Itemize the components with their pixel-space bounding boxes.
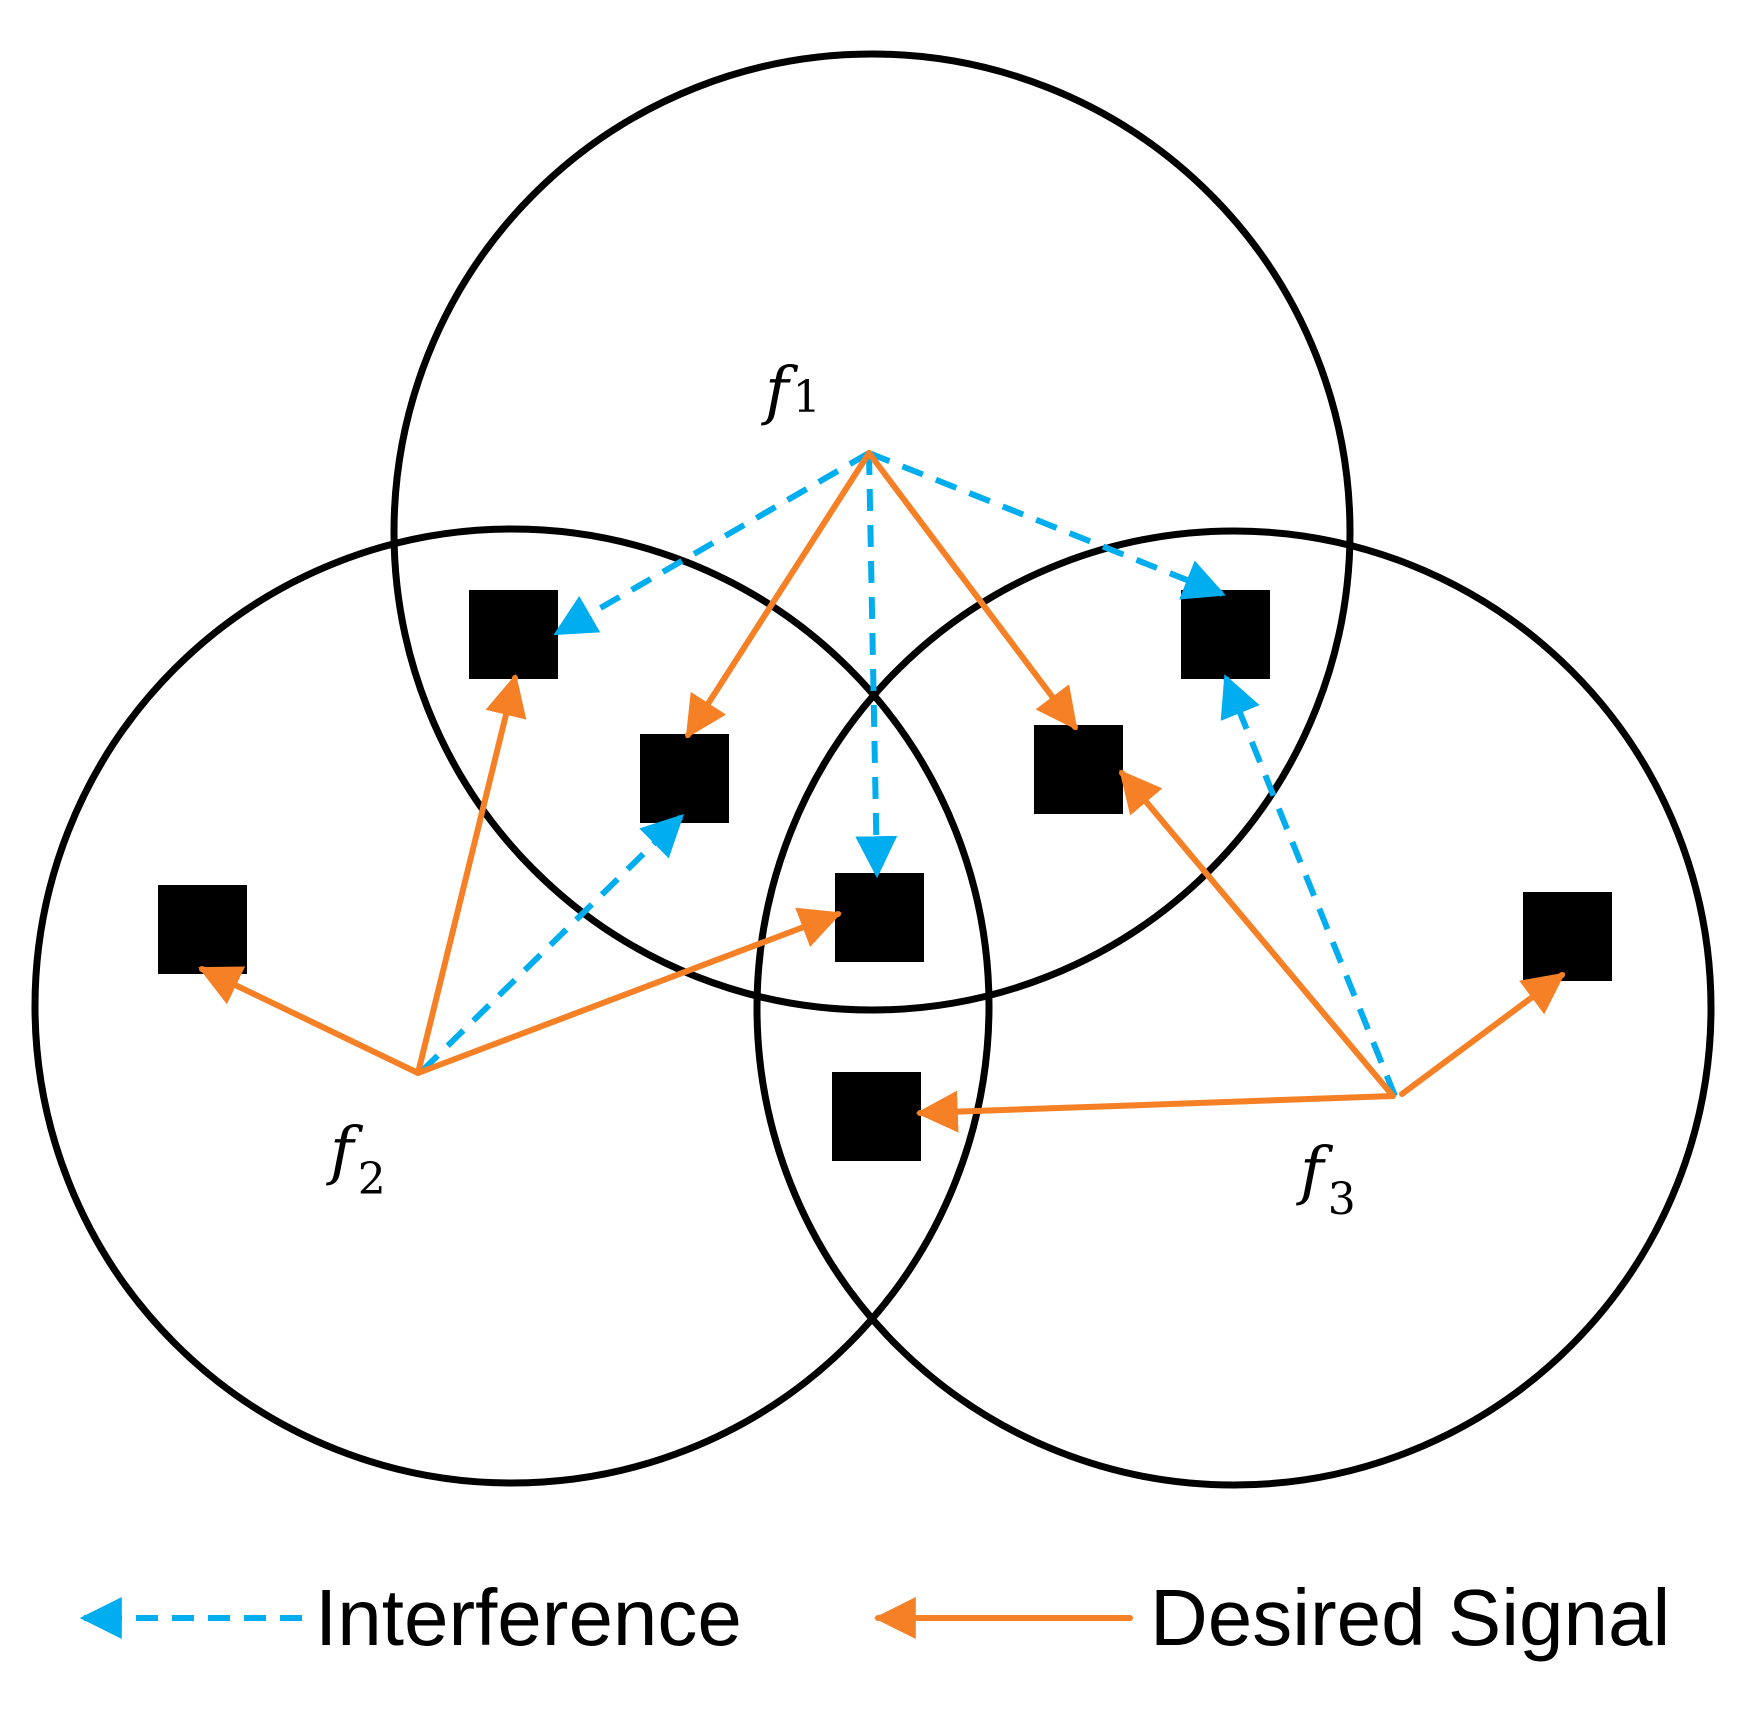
desired-f1-to-device-2 [685,450,872,739]
device-5 [158,885,247,974]
cell-f3-boundary [753,527,1715,1489]
interference-f3-to-device-3 [1220,674,1398,1098]
desired-f2-to-device-1 [415,673,527,1076]
desired-f3-to-device-4 [1119,769,1396,1099]
interference-f2-to-device-2 [419,814,684,1074]
device-4 [1034,725,1123,814]
base-station-label-f1: f1 [761,354,821,428]
desired-f3-to-device-7 [1399,972,1566,1097]
desired-f3-to-device-8 [915,1090,1396,1133]
interference-f1-to-device-3 [867,450,1226,600]
cell-f2-boundary [31,525,993,1487]
device-3 [1181,590,1270,679]
interference-f1-to-device-1 [553,450,871,636]
legend-desired-signal-label: Desired Signal [1150,1573,1670,1662]
cell-f1-boundary [390,50,1354,1014]
desired-f2-to-device-6 [415,907,842,1076]
interference-f1-to-device-6 [855,452,898,879]
device-1 [469,590,558,679]
legend: Interference Desired Signal [79,1573,1670,1662]
device-7 [1523,892,1612,981]
desired-f1-to-device-4 [866,450,1078,731]
device-2 [640,734,729,823]
base-station-label-f3: f3 [1296,1134,1356,1225]
legend-interference-label: Interference [315,1573,742,1662]
device-8 [832,1072,921,1161]
device-6 [835,873,924,962]
base-station-label-f2: f2 [326,1114,386,1205]
desired-f2-to-device-5 [198,966,421,1076]
